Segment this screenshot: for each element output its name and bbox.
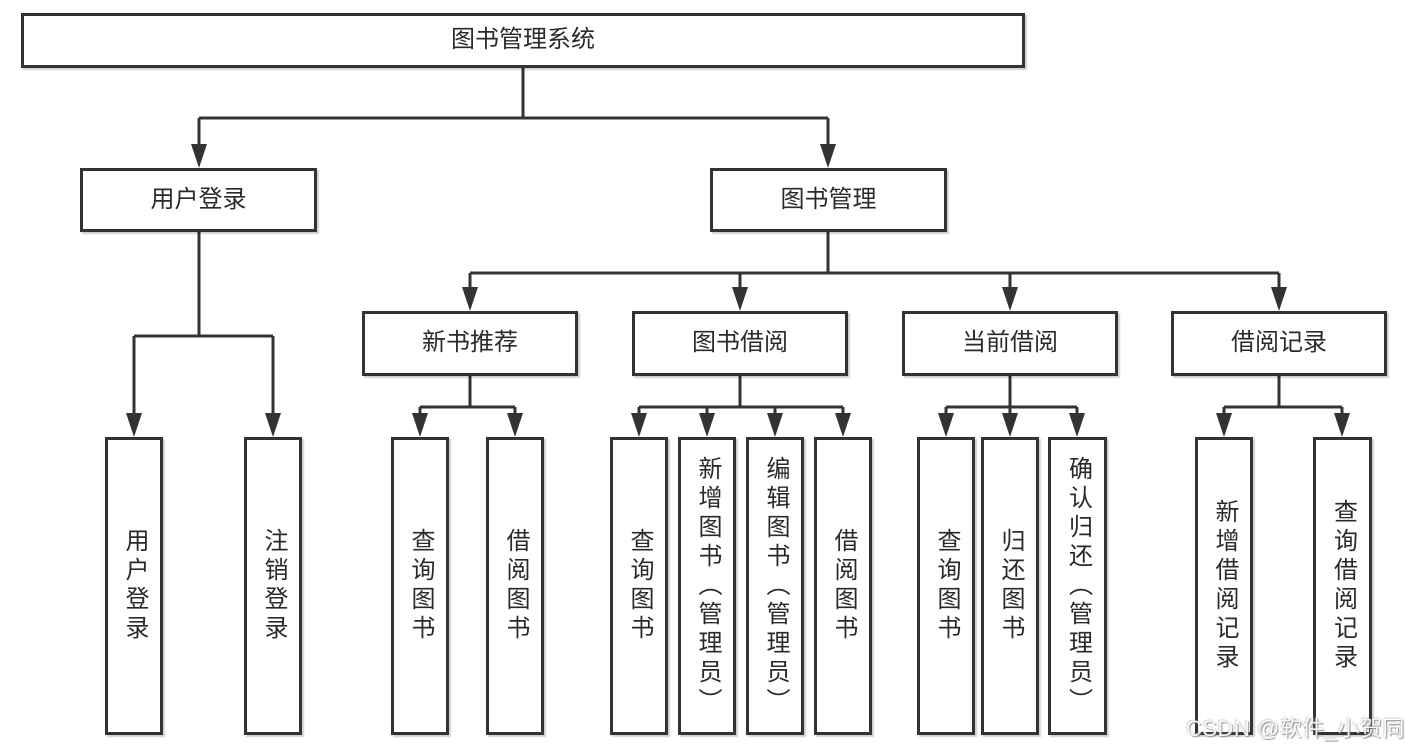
leaf-records-add-record: 新增借阅记录 <box>1195 437 1253 735</box>
node-label: 图书借阅 <box>692 329 788 357</box>
node-label: 查询借阅记录 <box>1329 499 1357 673</box>
arrowhead <box>412 413 428 437</box>
leaf-newbook-query-books: 查询图书 <box>391 437 449 735</box>
node-label: 确认归还（管理员） <box>1064 455 1092 717</box>
node-book-management: 图书管理 <box>710 168 947 232</box>
arrowhead <box>1002 413 1018 437</box>
node-label: 借阅图书 <box>502 528 529 644</box>
arrowhead <box>732 287 748 311</box>
node-label: 图书管理 <box>780 185 877 213</box>
arrowhead <box>462 287 478 311</box>
node-label: 新增借阅记录 <box>1211 499 1238 673</box>
node-label: 查询图书 <box>626 528 653 644</box>
arrowhead <box>1069 413 1085 437</box>
connector-records-to-leaves <box>1222 376 1344 415</box>
node-label: 借阅记录 <box>1231 329 1327 357</box>
arrowhead <box>820 144 836 168</box>
connector-userlogin-to-leaves <box>132 232 275 415</box>
leaf-borrow-edit-books-admin: 编辑图书（管理员） <box>746 437 804 735</box>
node-label: 用户登录 <box>121 528 148 644</box>
node-label: 用户登录 <box>150 185 247 213</box>
node-new-book-recommend: 新书推荐 <box>362 311 578 376</box>
arrowhead <box>1271 287 1287 311</box>
arrowhead <box>126 413 142 437</box>
leaf-current-confirm-return-admin: 确认归还（管理员） <box>1048 437 1107 735</box>
arrowhead <box>631 413 647 437</box>
connector-current-to-leaves <box>944 376 1079 415</box>
connector-root-to-level2 <box>197 68 830 146</box>
arrowhead <box>265 413 281 437</box>
node-label: 新增图书（管理员） <box>694 455 721 717</box>
leaf-user-login: 用户登录 <box>105 437 163 735</box>
leaf-borrow-query-books: 查询图书 <box>610 437 668 735</box>
node-label: 借阅图书 <box>830 528 857 644</box>
node-label: 查询图书 <box>407 528 434 644</box>
node-label: 新书推荐 <box>422 329 518 357</box>
leaf-current-return-books: 归还图书 <box>981 437 1039 735</box>
node-label: 归还图书 <box>997 528 1024 644</box>
node-label: 图书管理系统 <box>451 26 595 54</box>
node-book-borrow: 图书借阅 <box>632 311 848 376</box>
arrowhead <box>1216 413 1232 437</box>
arrowhead <box>767 413 783 437</box>
leaf-logout: 注销登录 <box>244 437 302 735</box>
leaf-newbook-borrow-books: 借阅图书 <box>486 437 544 735</box>
arrowhead <box>835 413 851 437</box>
node-label: 编辑图书（管理员） <box>762 455 789 717</box>
connector-newbook-to-leaves <box>418 376 517 415</box>
node-label: 查询图书 <box>933 528 960 644</box>
node-label: 当前借阅 <box>962 329 1058 357</box>
leaf-borrow-borrow-books: 借阅图书 <box>814 437 872 735</box>
csdn-watermark: CSDN @软件_小贺同学 <box>1186 716 1405 741</box>
arrowhead <box>1334 413 1350 437</box>
leaf-borrow-add-books-admin: 新增图书（管理员） <box>678 437 736 735</box>
connector-borrow-to-leaves <box>637 376 845 415</box>
node-borrow-records: 借阅记录 <box>1171 311 1387 376</box>
node-user-login: 用户登录 <box>80 168 317 232</box>
leaf-records-query-record: 查询借阅记录 <box>1313 437 1372 735</box>
node-current-borrow: 当前借阅 <box>902 311 1118 376</box>
arrowhead <box>938 413 954 437</box>
arrowhead <box>507 413 523 437</box>
arrowheads <box>126 144 1350 437</box>
arrowhead <box>699 413 715 437</box>
connector-bookmgmt-to-level3 <box>468 232 1281 289</box>
connector-paths <box>132 68 1344 415</box>
arrowhead <box>191 144 207 168</box>
node-root: 图书管理系统 <box>21 13 1025 68</box>
node-label: 注销登录 <box>260 528 287 644</box>
leaf-current-query-books: 查询图书 <box>917 437 975 735</box>
arrowhead <box>1002 287 1018 311</box>
